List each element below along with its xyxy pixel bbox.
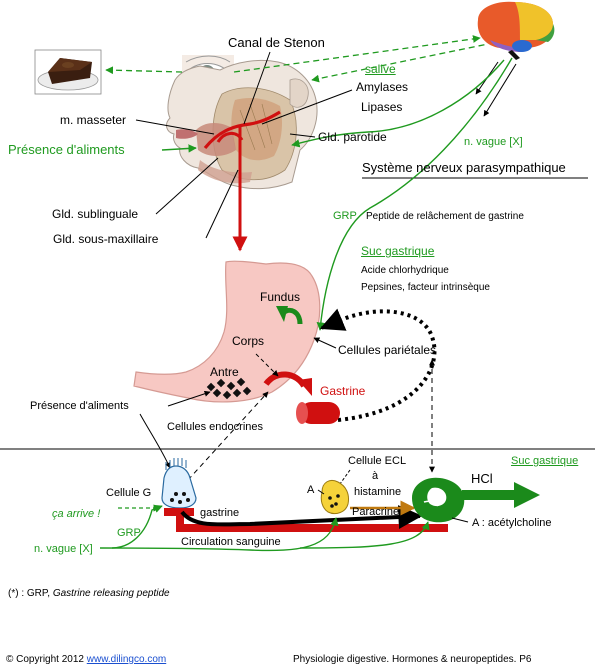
label-n-vague-bottom: n. vague [X] [34,543,93,555]
label-cellules-parietales: Cellules pariétales [338,343,437,357]
cellule-g-icon [161,458,197,509]
label-presence-aliments-mid: Présence d'aliments [30,400,129,412]
cellule-ecl-icon [320,479,349,515]
label-cellule-g: Cellule G [106,487,152,499]
label-antre: Antre [210,365,239,379]
footnote: (*) : GRP, Gastrine releasing peptide [8,588,170,600]
nerve-brain-to-parotid [291,59,505,148]
footer-copyright: © Copyright 2012 www.dilingco.com [6,654,166,666]
label-fundus: Fundus [260,290,301,304]
parotid-red-duct [203,110,281,150]
label-presence-aliments-top: Présence d'aliments [8,142,125,157]
ecl-a-leader [317,489,325,495]
label-lipases: Lipases [361,100,403,114]
label-grp-bottom: GRP [117,527,141,539]
label-amylases: Amylases [356,80,409,94]
dashed-eye-to-brain [233,35,481,73]
cake-image [34,49,102,95]
label-gld-sublinguale: Gld. sublinguale [52,207,139,221]
leader-sous-maxillaire [205,169,239,239]
leader-sublinguale [155,157,219,215]
dashed-cellg-to-endocrine [187,391,269,481]
dotted-gastrin-loop [319,308,437,422]
label-canal-stenon: Canal de Stenon [228,35,325,50]
label-gld-parotide: Gld. parotide [318,130,387,144]
presence-aliments-arrow [161,144,197,153]
leader-parotide [289,133,316,138]
circulation-bar [180,524,448,532]
corps-dashed-arrow [255,353,279,377]
dashed-eye-to-cake [105,66,183,75]
label-hcl: HCl [471,471,493,486]
leader-cellules-parietales [313,337,337,349]
label-suc-gastrique-right: Suc gastrique [511,455,579,467]
fundus-arrow-head [276,306,288,322]
label-paracrine: Paracrine [352,506,400,518]
brain-icon [477,1,555,60]
presence-aliments-to-cellg [139,413,171,469]
nerve-bottom-main [99,517,339,552]
cellg-red-stem [176,508,184,532]
hcl-arrow-icon [462,482,540,508]
leader-masseter [135,119,215,135]
antre-arrow-head [298,378,312,396]
label-a-ecl: A [307,484,315,496]
label-gld-sous-maxillaire: Gld. sous-maxillaire [53,232,159,246]
copyright-text: © Copyright 2012 [6,654,87,665]
masseter-red-curve [216,132,244,143]
label-grp-top: GRP [333,210,357,222]
label-acide: Acide chlorhydrique [361,265,449,276]
website-link[interactable]: www.dilingco.com [86,654,167,665]
label-pepsines: Pepsines, facteur intrinsèque [361,282,490,293]
footer-title: Physiologie digestive. Hormones & neurop… [293,654,532,665]
label-suc-gastrique: Suc gastrique [361,244,435,258]
footnote-prefix: (*) : GRP, [8,588,53,599]
label-systeme-nerveux: Système nerveux parasympathique [362,160,566,175]
label-masseter: m. masseter [60,113,127,127]
label-a-mark: à [372,470,379,482]
presence-aliments-to-antre [167,390,211,407]
label-grp-def: Peptide de relâchement de gastrine [366,211,524,222]
gastrine-black-arrow [180,505,423,530]
nerve-bottom-to-parietal [299,521,430,549]
label-gastrine-top: Gastrine [320,384,366,398]
nerve-brain-to-stomach [316,57,513,331]
leader-amylases [261,89,353,125]
dashed-salive [311,43,489,83]
label-cellule-ecl: Cellule ECL [348,455,407,467]
acetylcholine-leader [451,517,469,523]
cellule-parietale-icon [412,477,465,523]
label-histamine: histamine [354,486,402,498]
label-n-vague-top: n. vague [X] [464,136,523,148]
food-particles-icon [206,377,252,400]
label-a-acetylcholine: A : acétylcholine [472,517,552,529]
label-circulation: Circulation sanguine [181,536,281,548]
nerve-bottom-to-cellg [111,504,163,549]
cellg-red-cross [164,508,194,516]
label-corps: Corps [232,334,265,348]
label-gastrine-bottom: gastrine [200,507,240,519]
footnote-italic: Gastrine releasing peptide [52,588,170,599]
stomach-image [133,260,321,403]
label-salive: salive [365,62,396,76]
leader-canal-stenon [243,51,271,125]
brain-arrow-2 [483,63,517,117]
label-cellules-endocrines: Cellules endocrines [167,421,263,433]
label-ca-arrive: ça arrive ! [52,508,101,520]
blood-vessel-gastrine [296,402,340,424]
leader-cellule-ecl [339,469,351,485]
